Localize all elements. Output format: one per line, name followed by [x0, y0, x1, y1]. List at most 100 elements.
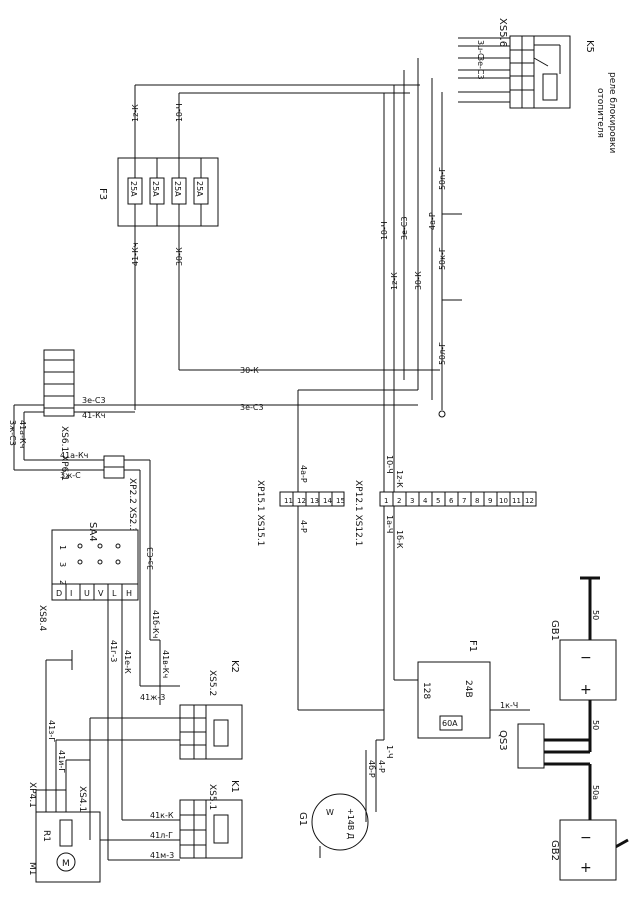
motor-m1-icon	[56, 852, 76, 872]
connector-xs61: XS6.1 XP6.1 3e-С3 41-Кч 3ж-С3 41а-Кч	[8, 349, 135, 481]
xs51-label: XS5.1	[207, 784, 217, 810]
svg-text:11: 11	[512, 497, 521, 505]
svg-text:4-Р: 4-Р	[299, 520, 308, 533]
motor-m1-block: M R1 M1 XP4.1 XS4.1 41з-Г 41и-Г	[27, 650, 180, 883]
svg-text:12: 12	[297, 497, 306, 505]
xs84-label: XS8.4	[37, 605, 47, 631]
svg-text:GB1: GB1	[549, 620, 560, 641]
svg-text:1б-К: 1б-К	[395, 530, 404, 549]
f3-label: F3	[97, 188, 108, 200]
svg-text:30-К: 30-К	[414, 271, 423, 290]
svg-text:1: 1	[58, 545, 67, 550]
xs61-label: XS6.1 XP6.1	[59, 426, 69, 481]
f3-lower-wires: 41-Кч 30-К 30-К 3e-С3	[131, 226, 440, 412]
xp15-body	[279, 491, 345, 507]
svg-text:4а-Р: 4а-Р	[299, 465, 308, 483]
right-vertical-bus: 10-Ч 1z-К 3e-С3 30-К 4а-Р 50n-Г 50к-Г 50…	[380, 58, 462, 450]
xp12-label: XP12.1 XS12.1	[353, 480, 363, 546]
svg-text:3: 3	[410, 497, 414, 505]
svg-text:4б-Р: 4б-Р	[367, 760, 376, 778]
svg-text:50: 50	[591, 720, 600, 730]
k5-caption-2: отопителя	[595, 88, 605, 138]
svg-text:D: D	[56, 589, 62, 598]
svg-text:+14В Д: +14В Д	[346, 808, 355, 839]
svg-text:1-Ч: 1-Ч	[385, 745, 394, 758]
svg-text:9: 9	[488, 497, 492, 505]
svg-text:1z-К: 1z-К	[390, 272, 399, 290]
svg-text:H: H	[126, 589, 132, 598]
svg-text:4а-Р: 4а-Р	[428, 212, 437, 230]
svg-text:1z-К: 1z-К	[131, 104, 140, 122]
xp15-label: XP15.1 XS15.1	[255, 480, 265, 546]
svg-text:1z-К: 1z-К	[395, 470, 404, 488]
svg-text:10-Ч: 10-Ч	[385, 455, 394, 474]
svg-text:41в-Кч: 41в-Кч	[161, 650, 170, 678]
resistor-r1	[59, 819, 73, 847]
switch-sa4: D I U V L H SA4 1 3 2 XS8.4	[37, 522, 139, 631]
svg-text:41-Кч: 41-Кч	[82, 411, 105, 420]
svg-text:+: +	[580, 860, 592, 876]
svg-text:3e-С3: 3e-С3	[240, 403, 264, 412]
svg-text:10: 10	[499, 497, 508, 505]
svg-text:41л-Г: 41л-Г	[150, 831, 173, 840]
relay-k1: K1 XS5.1 41к-К 41л-Г 41м-3	[90, 780, 243, 861]
svg-text:41и-Г: 41и-Г	[57, 750, 66, 773]
svg-text:−: −	[580, 650, 592, 666]
svg-text:−: −	[580, 830, 592, 846]
svg-text:60А: 60А	[442, 719, 458, 728]
svg-text:2: 2	[397, 497, 401, 505]
k2-label: K2	[229, 660, 240, 673]
svg-text:25A: 25A	[151, 181, 160, 197]
svg-text:3з-С3: 3з-С3	[146, 547, 155, 570]
svg-text:41г-3: 41г-3	[109, 640, 118, 662]
svg-text:41б-Кч: 41б-Кч	[151, 610, 160, 638]
xp22-label: XP2.2 XS2.3	[127, 478, 137, 533]
connector-xp12: 1 2 3 4 5 6 7 8 9 10 11 12 XP12.1 XS12.1…	[353, 450, 537, 710]
fuse-block-f1: 60А 128 24В F1 1к-Ч	[394, 640, 530, 739]
relay-k2: K2 XS5.2 41ж-3	[90, 660, 243, 760]
sa4-down-wires: 41г-3 41е-К 41б-Кч 41в-Кч	[107, 600, 170, 860]
svg-text:10-Ч: 10-Ч	[175, 103, 184, 122]
svg-text:30-К: 30-К	[175, 247, 184, 266]
svg-text:L: L	[112, 589, 117, 598]
svg-text:24В: 24В	[463, 680, 473, 698]
svg-text:30-К: 30-К	[240, 366, 259, 375]
generator-g1-icon	[311, 793, 369, 851]
svg-text:12: 12	[525, 497, 534, 505]
svg-text:13: 13	[310, 497, 319, 505]
svg-text:XP4.1: XP4.1	[27, 782, 37, 808]
svg-text:M: M	[62, 859, 70, 869]
battery-section: QS3 50 50 50а GB1 − + GB2 − +	[497, 576, 629, 881]
svg-text:50а: 50а	[591, 785, 600, 800]
k5-label: K5	[584, 40, 595, 53]
svg-text:3ж-С: 3ж-С	[60, 471, 81, 480]
f1-label: F1	[467, 640, 478, 652]
generator-g1: +14В Д W G1 4б-Р 4-Р 1-Ч	[297, 709, 394, 858]
svg-text:R1: R1	[41, 830, 51, 842]
svg-text:8: 8	[475, 497, 479, 505]
svg-text:15: 15	[336, 497, 345, 505]
qs3-switch	[517, 723, 545, 769]
xp41-body	[35, 789, 67, 813]
ground-terminal-icon	[438, 410, 446, 418]
relay-k5: K5 XS5.6 реле блокировки отопителя	[497, 18, 617, 153]
svg-text:3ж-С3: 3ж-С3	[8, 420, 17, 446]
svg-text:U: U	[84, 589, 90, 598]
svg-text:+: +	[580, 682, 592, 698]
svg-text:3e-С3: 3e-С3	[82, 396, 106, 405]
svg-text:1а-Ч: 1а-Ч	[385, 515, 394, 533]
k1-label: K1	[229, 780, 240, 793]
svg-text:41е-К: 41е-К	[123, 650, 132, 674]
svg-text:4-Р: 4-Р	[377, 760, 386, 773]
svg-text:50n-Г: 50n-Г	[438, 167, 447, 190]
svg-text:I: I	[70, 589, 72, 598]
svg-text:25A: 25A	[129, 181, 138, 197]
svg-text:50к-Г: 50к-Г	[438, 247, 447, 270]
svg-text:41ж-3: 41ж-3	[140, 693, 165, 702]
k5-coil	[542, 73, 558, 101]
k5-caption-1: реле блокировки	[607, 72, 617, 153]
svg-text:3: 3	[58, 562, 67, 567]
svg-text:25A: 25A	[173, 181, 182, 197]
svg-text:4: 4	[423, 497, 428, 505]
svg-text:25A: 25A	[195, 181, 204, 197]
